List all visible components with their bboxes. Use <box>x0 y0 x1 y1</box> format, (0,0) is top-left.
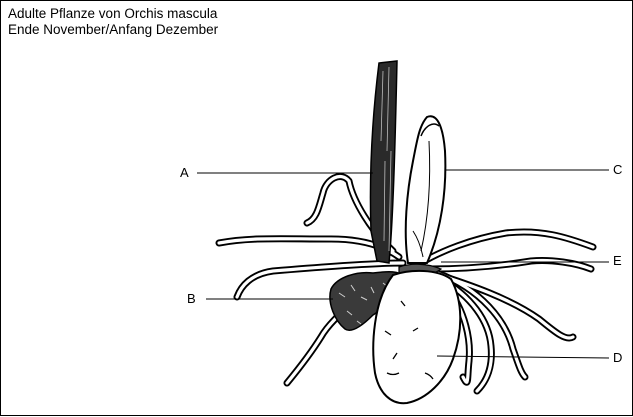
label-e: E <box>613 253 622 268</box>
old-stem <box>370 61 397 263</box>
label-d: D <box>613 350 622 365</box>
new-tuber <box>373 271 460 403</box>
leader-line-d <box>437 356 609 358</box>
label-c: C <box>613 162 622 177</box>
new-shoot-bud <box>406 116 446 263</box>
label-b: B <box>187 291 196 306</box>
label-a: A <box>180 165 189 180</box>
